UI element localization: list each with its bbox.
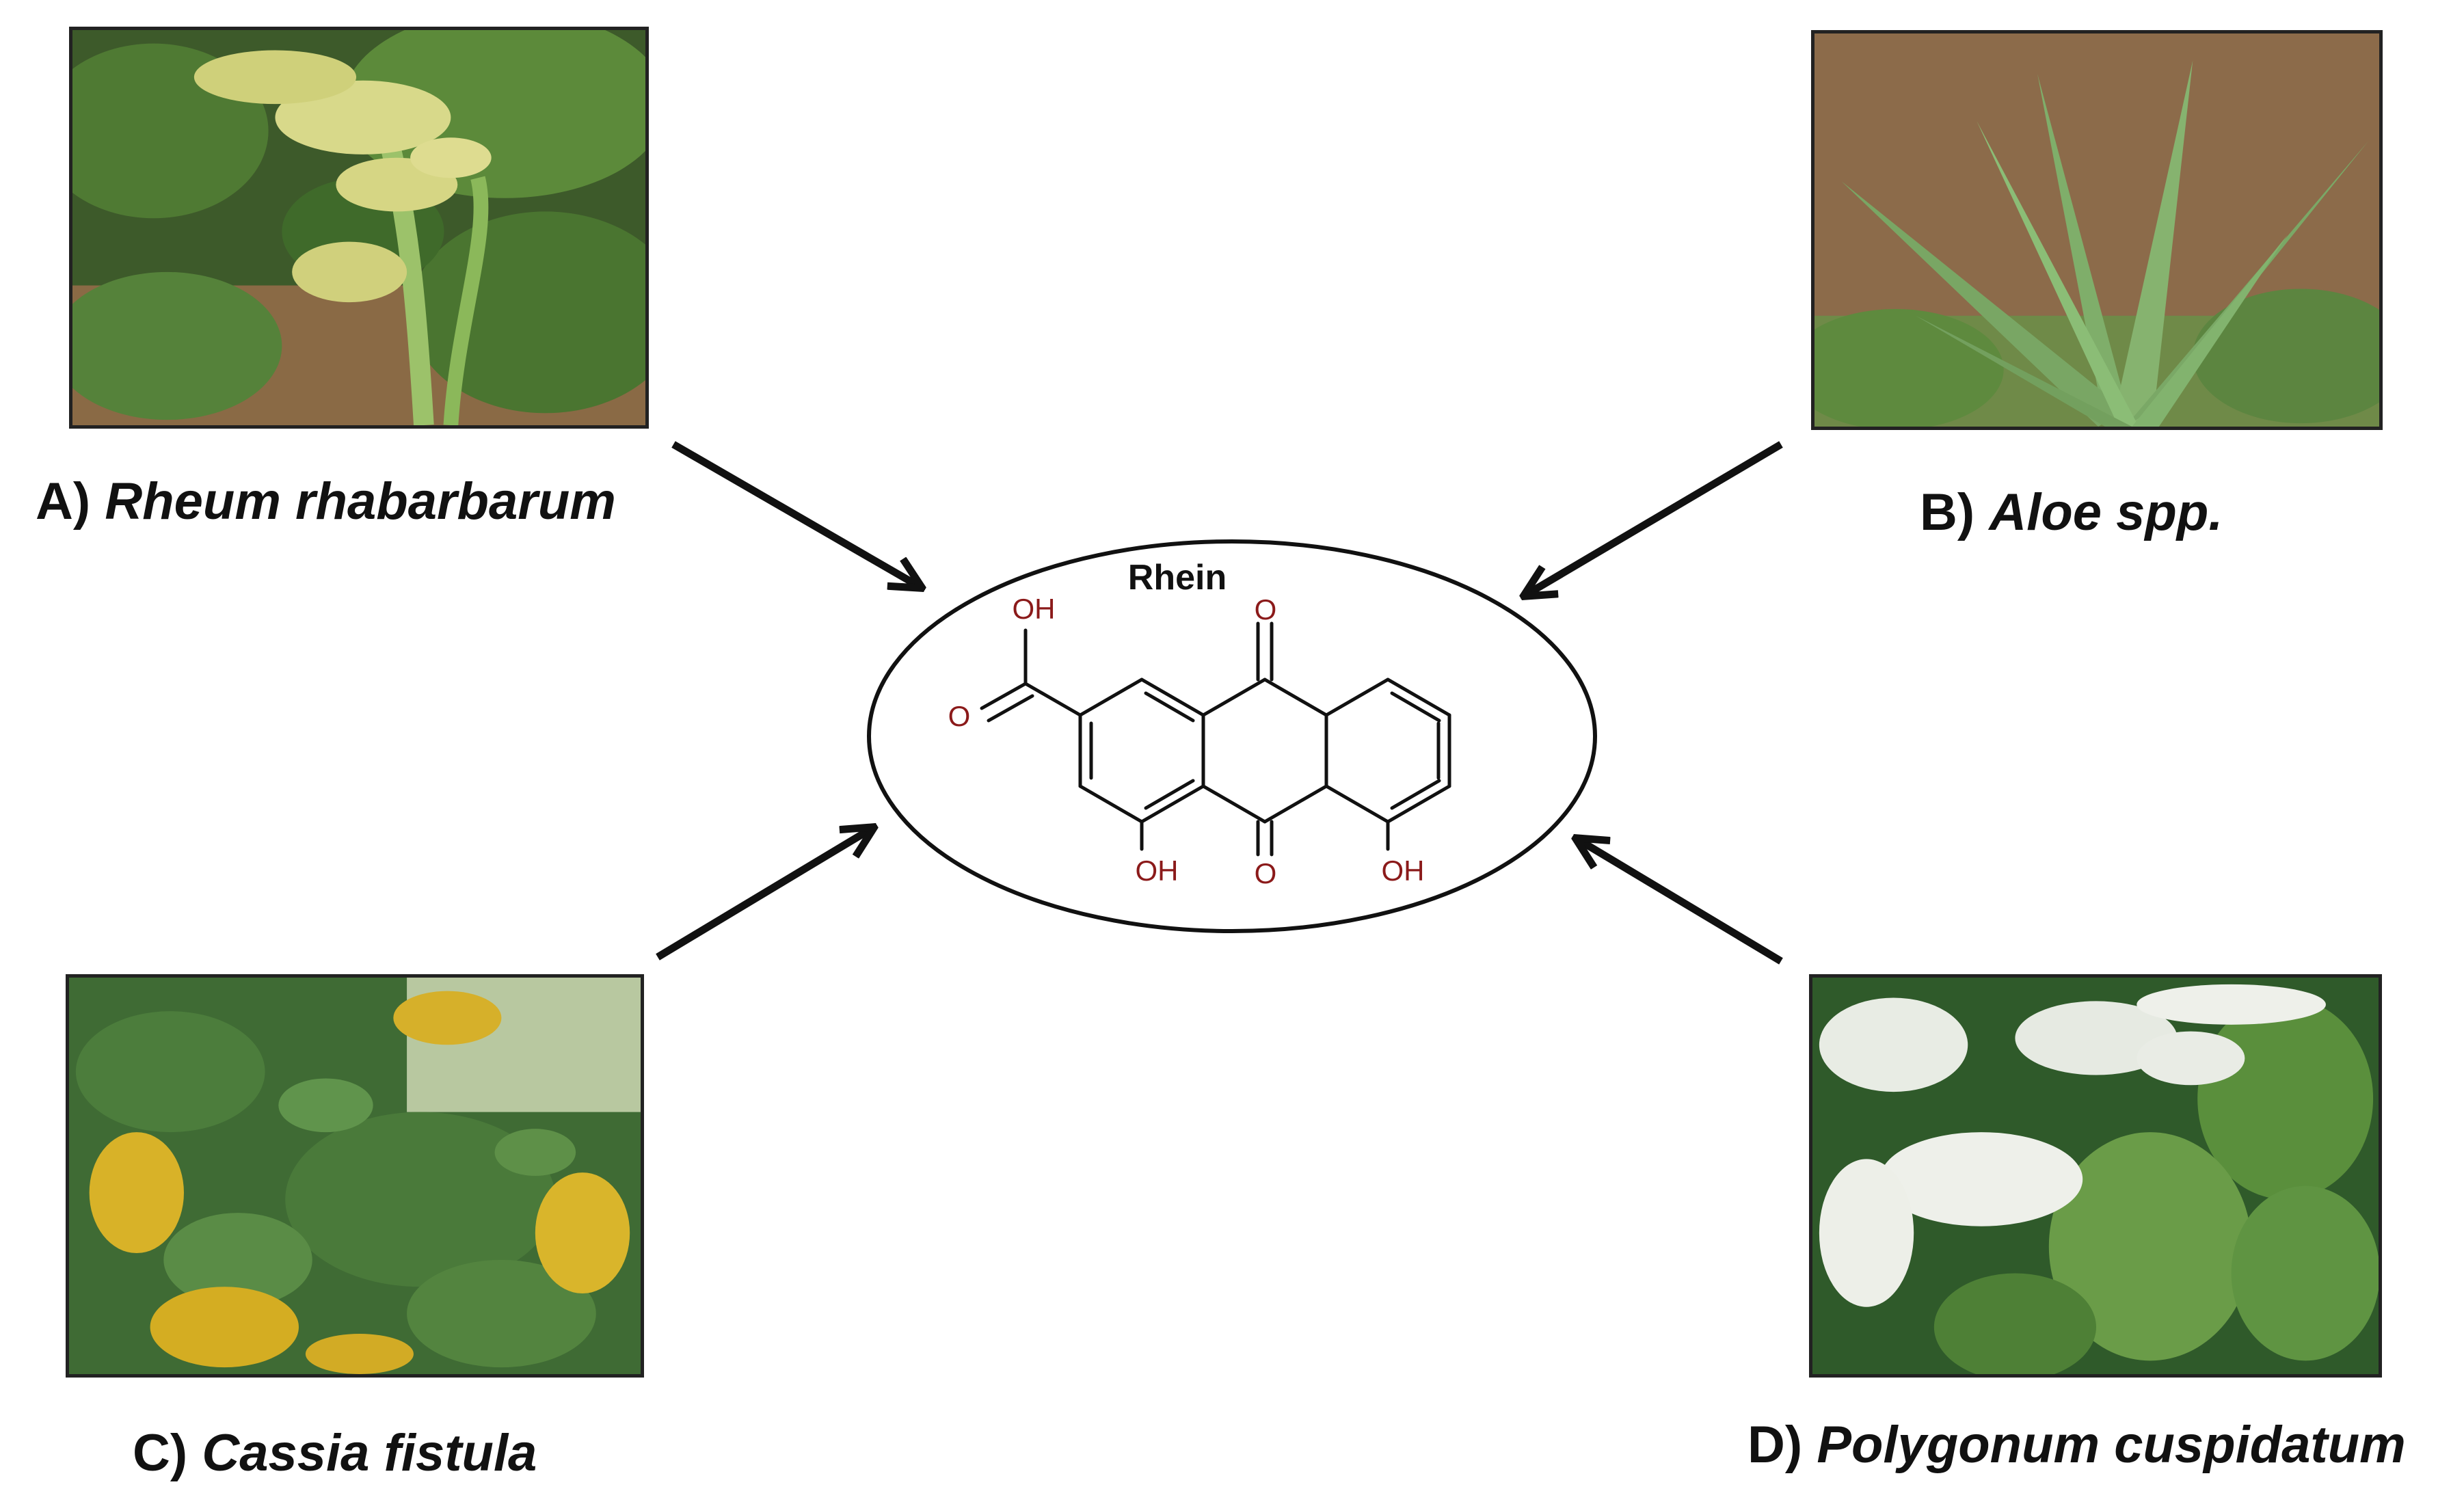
- caption-b-letter: B): [1920, 483, 1975, 541]
- caption-a: A) Rheum rhabarbarum: [36, 476, 616, 528]
- caption-a-letter: A): [36, 472, 91, 531]
- caption-c: C) Cassia fistula: [133, 1427, 537, 1479]
- atom-o-top: O: [1255, 593, 1277, 626]
- atom-oh-left: OH: [1136, 855, 1179, 887]
- arrow-a: [671, 441, 920, 587]
- photo-aloe: [1811, 30, 2383, 430]
- caption-b: B) Aloe spp.: [1920, 487, 2223, 539]
- atom-o-bottom: O: [1255, 857, 1277, 889]
- caption-d-species: Polygonum cuspidatum: [1817, 1416, 2406, 1474]
- arrow-d: [1578, 840, 1783, 965]
- atom-oh-right: OH: [1382, 855, 1425, 887]
- atom-o-acid: O: [948, 700, 971, 732]
- atom-oh-acid: OH: [1013, 593, 1056, 625]
- compound-name: Rhein: [1128, 558, 1227, 597]
- rhein-structure: [980, 621, 1451, 857]
- arrow-c: [656, 829, 872, 961]
- photo-cassia-fistula: [66, 974, 644, 1378]
- caption-d-letter: D): [1747, 1416, 1803, 1474]
- caption-c-species: Cassia fistula: [202, 1424, 537, 1482]
- photo-polygonum-cuspidatum: [1809, 974, 2382, 1378]
- caption-a-species: Rheum rhabarbarum: [105, 472, 616, 531]
- caption-b-species: Aloe spp.: [1989, 483, 2223, 541]
- caption-c-letter: C): [133, 1424, 188, 1482]
- compound-ellipse: [867, 539, 1597, 933]
- caption-d: D) Polygonum cuspidatum: [1747, 1419, 2406, 1471]
- photo-rheum-rhabarbarum: [69, 27, 649, 429]
- arrow-b: [1526, 441, 1783, 595]
